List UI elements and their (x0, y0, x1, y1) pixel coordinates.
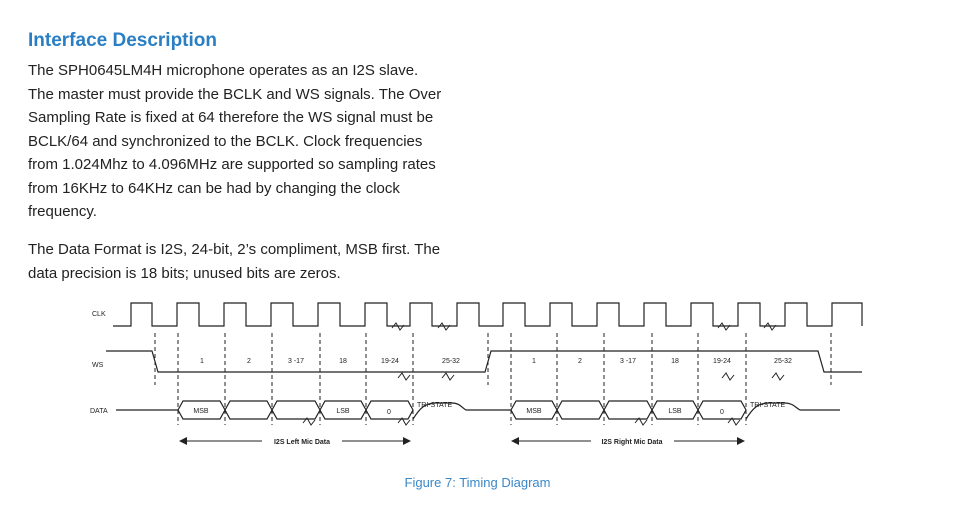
ws-break (721, 372, 735, 381)
data-break (397, 417, 411, 426)
data-break (727, 417, 741, 426)
right-slot-label: 18 (671, 358, 679, 365)
data-label: DATA (90, 408, 108, 415)
left-span-label: I2S Left Mic Data (274, 439, 330, 446)
ws-break (397, 372, 411, 381)
data-word-right (556, 400, 605, 420)
left-slot-label: 18 (339, 358, 347, 365)
tristate-label: TRI-STATE (417, 402, 452, 409)
data-word-right (603, 400, 653, 420)
right-slot-label: 19-24 (713, 358, 731, 365)
paragraph-line: Sampling Rate is fixed at 64 therefore t… (28, 109, 434, 126)
right-span-label: I2S Right Mic Data (601, 439, 662, 446)
clk-break (717, 322, 731, 331)
msb-label: MSB (526, 408, 542, 415)
tristate-left (412, 402, 511, 420)
lsb-label: LSB (668, 408, 682, 415)
figure-caption: Figure 7: Timing Diagram (404, 475, 551, 490)
data-word-right (697, 400, 747, 420)
ws-label: WS (92, 362, 104, 369)
data-break (634, 417, 648, 426)
data-format-paragraph: The Data Format is I2S, 24-bit, 2’s comp… (28, 238, 468, 285)
ws-waveform (106, 350, 862, 373)
tristate-label: TRI-STATE (750, 402, 785, 409)
right-slot-label: 1 (532, 358, 536, 365)
clk-break (391, 322, 405, 331)
data-word-left (224, 400, 273, 420)
right-slot-label: 25-32 (774, 358, 792, 365)
data-word-left (365, 400, 414, 420)
paragraph-line: The SPH0645LM4H microphone operates as a… (28, 62, 419, 79)
interface-paragraph: The SPH0645LM4H microphone operates as a… (28, 59, 468, 224)
paragraph-line: The master must provide the BCLK and WS … (28, 85, 442, 103)
left-slot-label: 3 -17 (288, 358, 304, 365)
zero-label: 0 (720, 409, 724, 416)
data-word-left (271, 400, 321, 420)
clk-break (763, 322, 777, 331)
left-slot-label: 19-24 (381, 358, 399, 365)
lsb-label: LSB (336, 408, 350, 415)
paragraph-line: data precision is 18 bits; unused bits a… (28, 264, 341, 282)
paragraph-line: from 16KHz to 64KHz can be had by changi… (28, 179, 400, 197)
right-slot-label: 2 (578, 358, 582, 365)
ws-break (441, 372, 455, 381)
clk-break (437, 322, 451, 331)
clk-waveform (113, 302, 863, 327)
left-slot-label: 2 (247, 358, 251, 365)
data-break (302, 417, 316, 426)
paragraph-line: The Data Format is I2S, 24-bit, 2’s comp… (28, 241, 441, 258)
zero-label: 0 (387, 409, 391, 416)
ws-break (771, 372, 785, 381)
left-slot-label: 1 (200, 358, 204, 365)
left-slot-label: 25-32 (442, 358, 460, 365)
msb-label: MSB (193, 408, 209, 415)
paragraph-line: from 1.024Mhz to 4.096MHz are supported … (28, 156, 436, 173)
right-slot-label: 3 -17 (620, 358, 636, 365)
paragraph-line: frequency. (28, 203, 97, 220)
section-title: Interface Description (28, 30, 217, 51)
paragraph-line: BCLK/64 and synchronized to the BCLK. Cl… (28, 132, 423, 150)
clk-label: CLK (92, 311, 106, 318)
tristate-right (745, 402, 840, 420)
slot-dividers (177, 333, 747, 425)
